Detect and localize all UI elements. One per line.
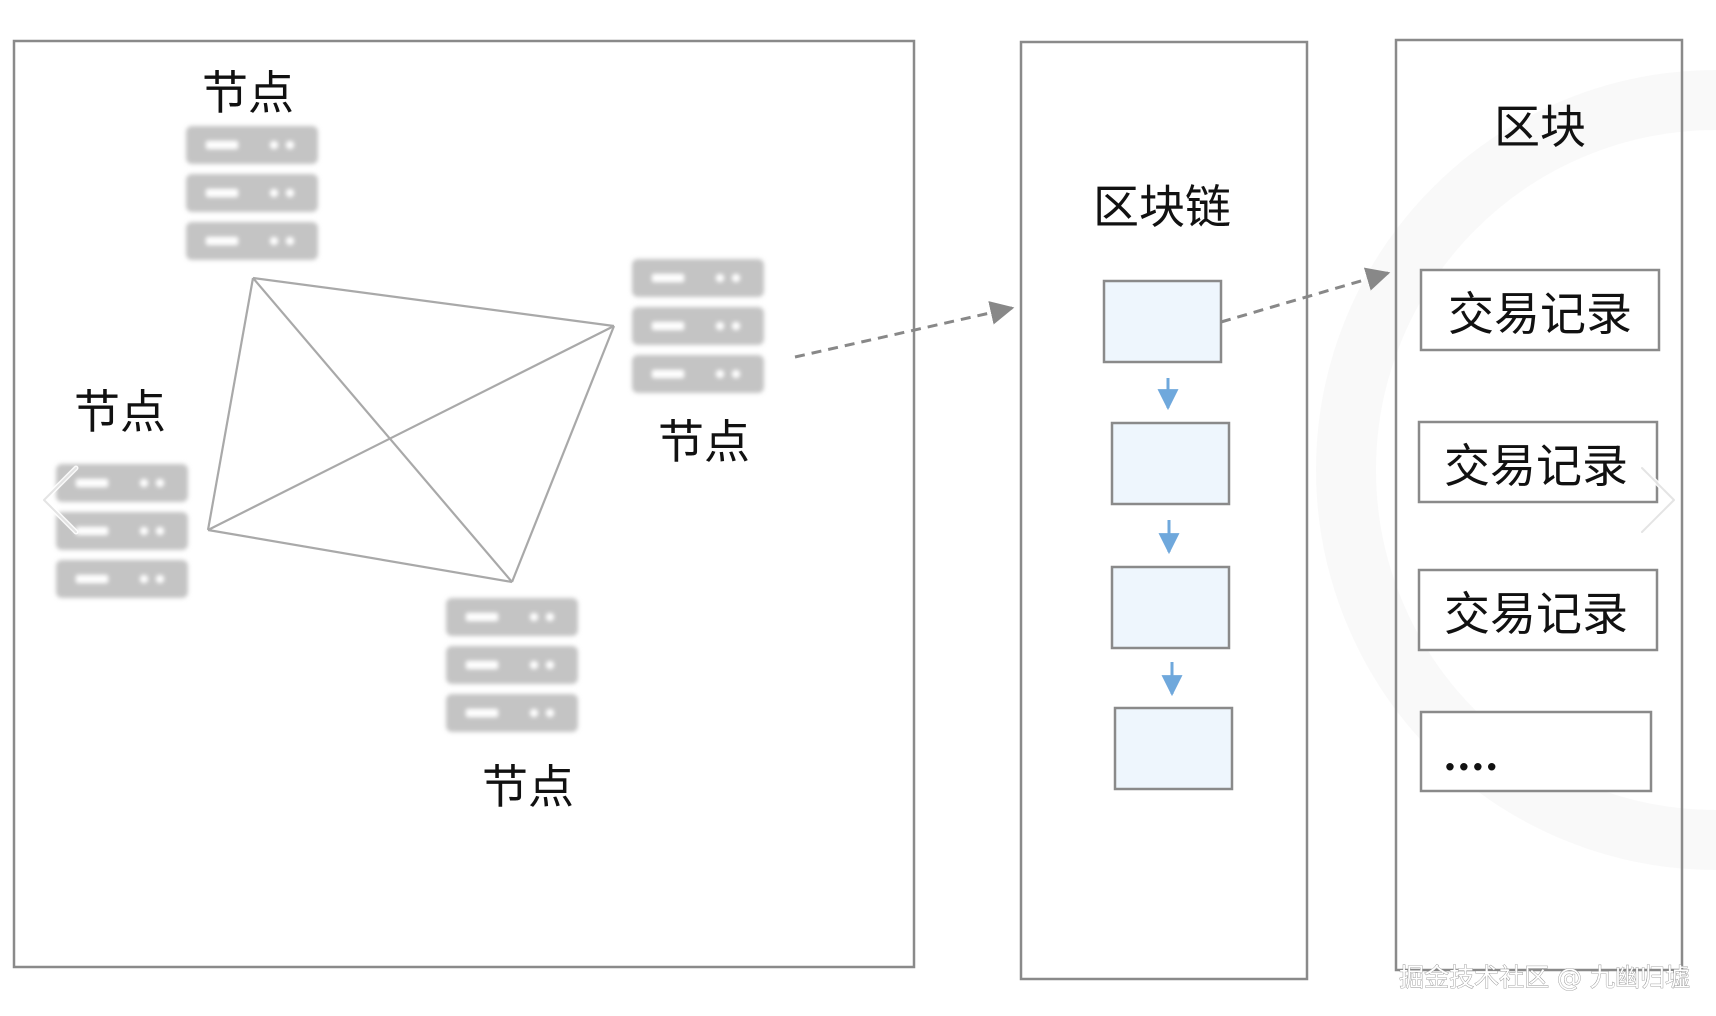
node-label: 节点 xyxy=(482,760,574,814)
transaction-record-label: 交易记录 xyxy=(1448,287,1632,341)
transaction-record xyxy=(1417,568,1659,652)
node-label: 节点 xyxy=(74,385,166,439)
watermark-circle xyxy=(1316,70,1716,870)
blockchain-frame xyxy=(1019,40,1309,981)
chain-block xyxy=(1113,706,1234,791)
transaction-records: 交易记录 交易记录 交易记录 .... xyxy=(1417,268,1661,793)
transaction-record-label: 交易记录 xyxy=(1444,587,1628,641)
chain-block xyxy=(1102,279,1223,364)
transaction-record xyxy=(1419,710,1653,793)
dashed-arrow-block-to-detail xyxy=(1220,267,1391,324)
node-label: 节点 xyxy=(658,415,750,469)
chevron-left-icon xyxy=(41,465,79,535)
blockchain-title: 区块链 xyxy=(1093,180,1231,234)
server-icon xyxy=(632,259,764,393)
watermark: 掘金技术社区 @ 九幽归墟 xyxy=(1399,963,1690,992)
server-icon xyxy=(446,598,578,732)
transaction-record-ellipsis: .... xyxy=(1443,733,1499,780)
chain-block xyxy=(1110,565,1231,650)
connection-line xyxy=(510,325,616,583)
connection-line xyxy=(207,325,615,531)
chevron-right-icon xyxy=(1639,465,1677,535)
transaction-record xyxy=(1417,420,1659,504)
chain-block xyxy=(1110,421,1231,506)
prev-button[interactable] xyxy=(30,440,90,560)
transaction-record-label: 交易记录 xyxy=(1444,439,1628,493)
next-button[interactable] xyxy=(1628,440,1688,560)
block-frame xyxy=(1394,38,1684,972)
node-label: 节点 xyxy=(202,66,294,120)
transaction-record xyxy=(1419,268,1661,352)
block-title: 区块 xyxy=(1494,100,1586,154)
server-icon xyxy=(186,126,318,260)
network-connections xyxy=(206,276,616,584)
connection-line xyxy=(207,528,513,584)
dashed-arrow-network-to-chain xyxy=(794,301,1015,359)
connection-line xyxy=(206,277,255,531)
network-frame xyxy=(12,39,916,969)
chain-link-arrows xyxy=(1157,378,1183,697)
connection-line xyxy=(252,277,513,583)
connection-line xyxy=(252,276,615,328)
